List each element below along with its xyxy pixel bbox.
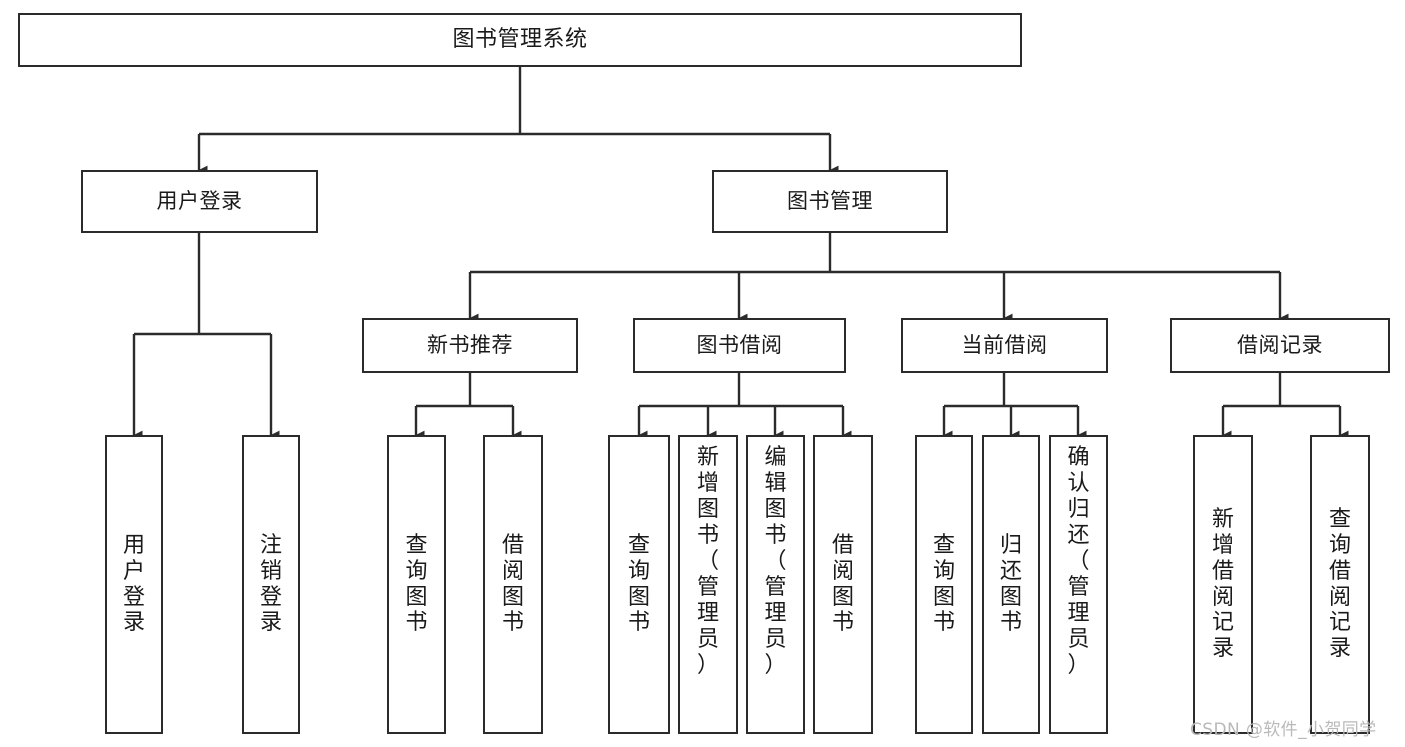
node-leaf-return-book[interactable]: 归 还 图 书 — [982, 435, 1040, 734]
node-leaf-user-login-label: 用 户 登 录 — [122, 532, 145, 636]
node-leaf-query-book-2[interactable]: 查 询 图 书 — [608, 435, 670, 734]
node-borrow-record[interactable]: 借阅记录 — [1170, 318, 1390, 373]
node-leaf-query-book-1[interactable]: 查 询 图 书 — [387, 435, 446, 734]
node-book-manage[interactable]: 图书管理 — [712, 170, 948, 233]
node-book-borrow-label: 图书借阅 — [696, 332, 783, 357]
node-leaf-confirm-return-admin-label: 确 认 归 还 （ 管 理 员 ） — [1067, 445, 1090, 678]
node-leaf-edit-book-admin[interactable]: 编 辑 图 书 （ 管 理 员 ） — [746, 435, 805, 734]
node-user-login[interactable]: 用户登录 — [81, 170, 318, 233]
node-leaf-query-book-2-label: 查 询 图 书 — [627, 532, 650, 636]
node-root-label: 图书管理系统 — [452, 26, 588, 52]
node-new-book-rec-label: 新书推荐 — [427, 332, 513, 357]
node-root[interactable]: 图书管理系统 — [18, 13, 1022, 67]
node-current-borrow-label: 当前借阅 — [961, 332, 1048, 357]
node-leaf-logout-login-label: 注 销 登 录 — [259, 532, 282, 636]
node-leaf-user-login[interactable]: 用 户 登 录 — [105, 435, 163, 734]
node-new-book-rec[interactable]: 新书推荐 — [362, 318, 578, 373]
node-leaf-logout-login[interactable]: 注 销 登 录 — [242, 435, 300, 734]
csdn-watermark: CSDN @软件_小贺同学 — [1190, 720, 1377, 740]
node-leaf-borrow-book-2-label: 借 阅 图 书 — [831, 532, 854, 636]
node-user-login-label: 用户登录 — [156, 188, 243, 213]
node-borrow-record-label: 借阅记录 — [1237, 332, 1323, 357]
node-leaf-query-borrow-record[interactable]: 查 询 借 阅 记 录 — [1310, 435, 1370, 734]
node-current-borrow[interactable]: 当前借阅 — [901, 318, 1108, 373]
node-leaf-edit-book-admin-label: 编 辑 图 书 （ 管 理 员 ） — [764, 445, 787, 678]
node-leaf-add-book-admin[interactable]: 新 增 图 书 （ 管 理 员 ） — [678, 435, 738, 734]
node-leaf-borrow-book-1[interactable]: 借 阅 图 书 — [483, 435, 543, 734]
node-leaf-borrow-book-2[interactable]: 借 阅 图 书 — [813, 435, 873, 734]
node-leaf-borrow-book-1-label: 借 阅 图 书 — [501, 532, 524, 636]
node-leaf-confirm-return-admin[interactable]: 确 认 归 还 （ 管 理 员 ） — [1049, 435, 1108, 734]
node-leaf-add-book-admin-label: 新 增 图 书 （ 管 理 员 ） — [696, 445, 719, 678]
node-leaf-query-book-1-label: 查 询 图 书 — [405, 532, 428, 636]
node-leaf-add-borrow-record-label: 新 增 借 阅 记 录 — [1211, 506, 1234, 662]
node-leaf-add-borrow-record[interactable]: 新 增 借 阅 记 录 — [1193, 435, 1253, 734]
node-book-manage-label: 图书管理 — [787, 188, 873, 213]
node-leaf-query-book-3-label: 查 询 图 书 — [932, 532, 955, 636]
node-leaf-query-book-3[interactable]: 查 询 图 书 — [915, 435, 973, 734]
node-leaf-return-book-label: 归 还 图 书 — [999, 532, 1022, 636]
node-book-borrow[interactable]: 图书借阅 — [633, 318, 846, 373]
node-leaf-query-borrow-record-label: 查 询 借 阅 记 录 — [1328, 506, 1351, 662]
